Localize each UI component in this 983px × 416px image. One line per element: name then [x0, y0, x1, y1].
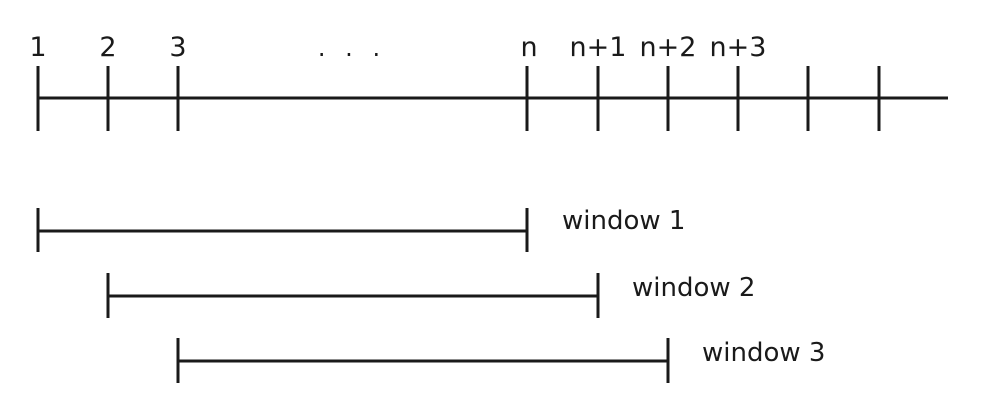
tick-label: n+2: [640, 32, 697, 63]
window-label: window 2: [632, 273, 755, 303]
tick-label: 3: [169, 32, 186, 63]
window-1: window 1: [36, 206, 685, 252]
tick-label: n+3: [710, 32, 767, 63]
tick-label: n+1: [570, 32, 627, 63]
timeline: 1 2 3 . . . n n+1 n+2 n+3: [29, 32, 948, 131]
window-label: window 3: [702, 338, 825, 368]
window-2: window 2: [106, 273, 755, 318]
tick-label: n: [520, 32, 537, 63]
timeline-ellipsis: . . .: [318, 34, 386, 62]
tick-label: 2: [99, 32, 116, 63]
window-label: window 1: [562, 206, 685, 236]
window-3: window 3: [176, 338, 825, 383]
tick-label: 1: [29, 32, 46, 63]
